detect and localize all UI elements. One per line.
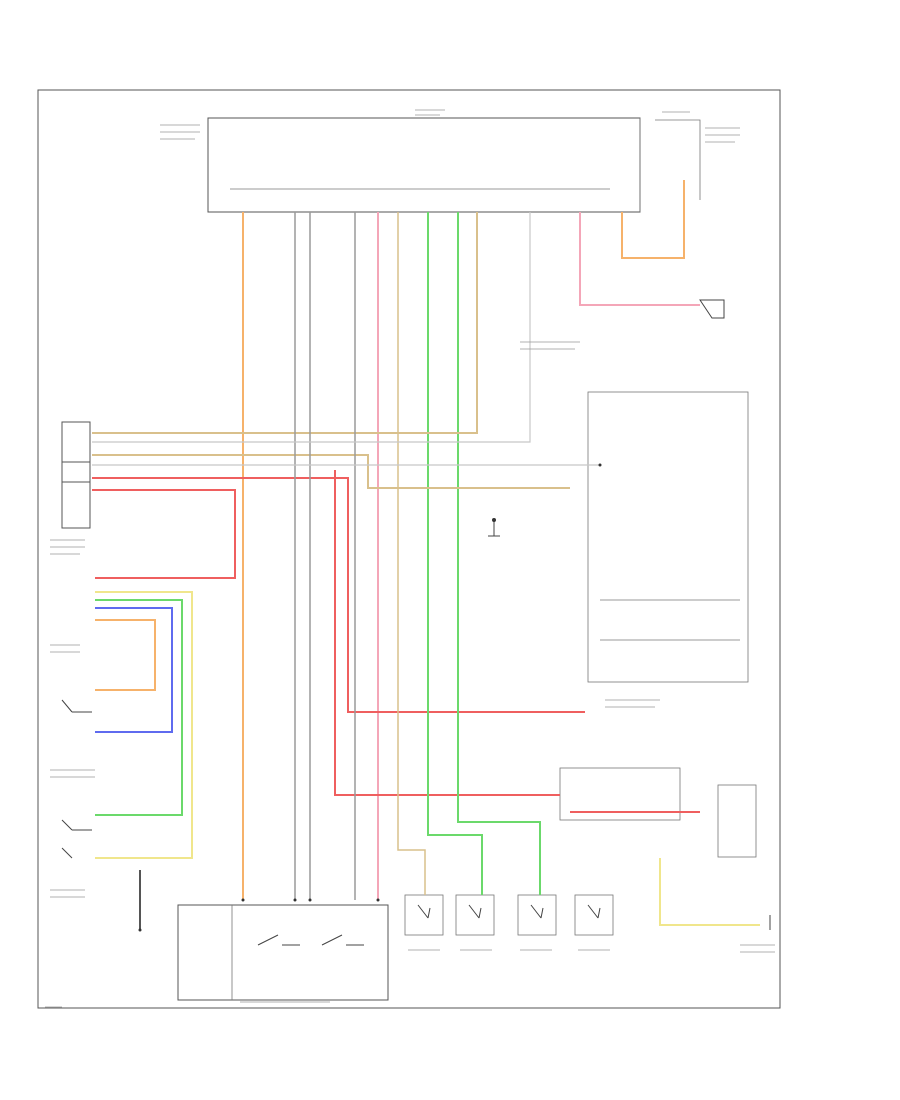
wire-tan-mid xyxy=(92,454,570,489)
sensor-glyph-4 xyxy=(587,904,601,919)
junction-dots xyxy=(138,463,602,932)
wire-green-left xyxy=(95,599,183,816)
bottom-switch-box xyxy=(177,904,389,1001)
sensor-box-3 xyxy=(517,894,557,936)
switch-left-2 xyxy=(61,819,92,831)
sensor-glyph-1 xyxy=(417,904,431,919)
switch-bottom-2 xyxy=(321,934,364,946)
sensor-box-2 xyxy=(455,894,495,936)
wire-orange-left xyxy=(95,619,156,691)
wire-gray-4 xyxy=(92,212,531,443)
switch-left-1 xyxy=(61,699,92,713)
junction-dot xyxy=(308,898,312,902)
wire-yellow-right xyxy=(659,858,760,926)
junction-dot xyxy=(492,518,496,522)
junction-dot xyxy=(293,898,297,902)
junction-dot xyxy=(598,463,602,467)
bottom-right-relay xyxy=(717,784,757,858)
wire-yellow-left xyxy=(95,591,193,859)
sensor-box-4 xyxy=(574,894,614,936)
wire-red-upper xyxy=(92,489,236,579)
wire-orange-right xyxy=(621,180,685,259)
ground-symbol-center xyxy=(488,520,500,537)
wire-tan-vertical xyxy=(397,212,426,895)
control-module-box xyxy=(207,117,641,213)
junction-dot xyxy=(376,898,380,902)
wires xyxy=(92,180,760,930)
left-connector-upper xyxy=(61,421,91,483)
wire-tan-upper xyxy=(92,212,478,434)
label-placeholders xyxy=(45,109,775,1008)
bottom-sensors xyxy=(404,894,614,936)
sensor-glyph-3 xyxy=(530,904,544,919)
wire-red-low xyxy=(334,470,560,796)
left-connector-lower xyxy=(61,461,91,529)
wire-blue xyxy=(95,607,173,733)
junction-dot xyxy=(241,898,245,902)
sensor-box-1 xyxy=(404,894,444,936)
fuse-box-outline xyxy=(639,118,701,212)
sensor-glyph-2 xyxy=(468,904,482,919)
switch-top-relay xyxy=(699,299,725,319)
junction-dot xyxy=(138,928,142,932)
wire-pink-top-right xyxy=(579,212,700,306)
right-control-unit xyxy=(587,391,749,683)
diagram-frame xyxy=(37,89,781,1009)
switch-left-3 xyxy=(61,847,73,859)
wire-green-long xyxy=(457,212,541,895)
wire-red-mid xyxy=(92,477,585,713)
switch-bottom-1 xyxy=(257,934,300,946)
switch-symbols xyxy=(61,299,771,946)
wire-green-mid xyxy=(427,212,483,895)
